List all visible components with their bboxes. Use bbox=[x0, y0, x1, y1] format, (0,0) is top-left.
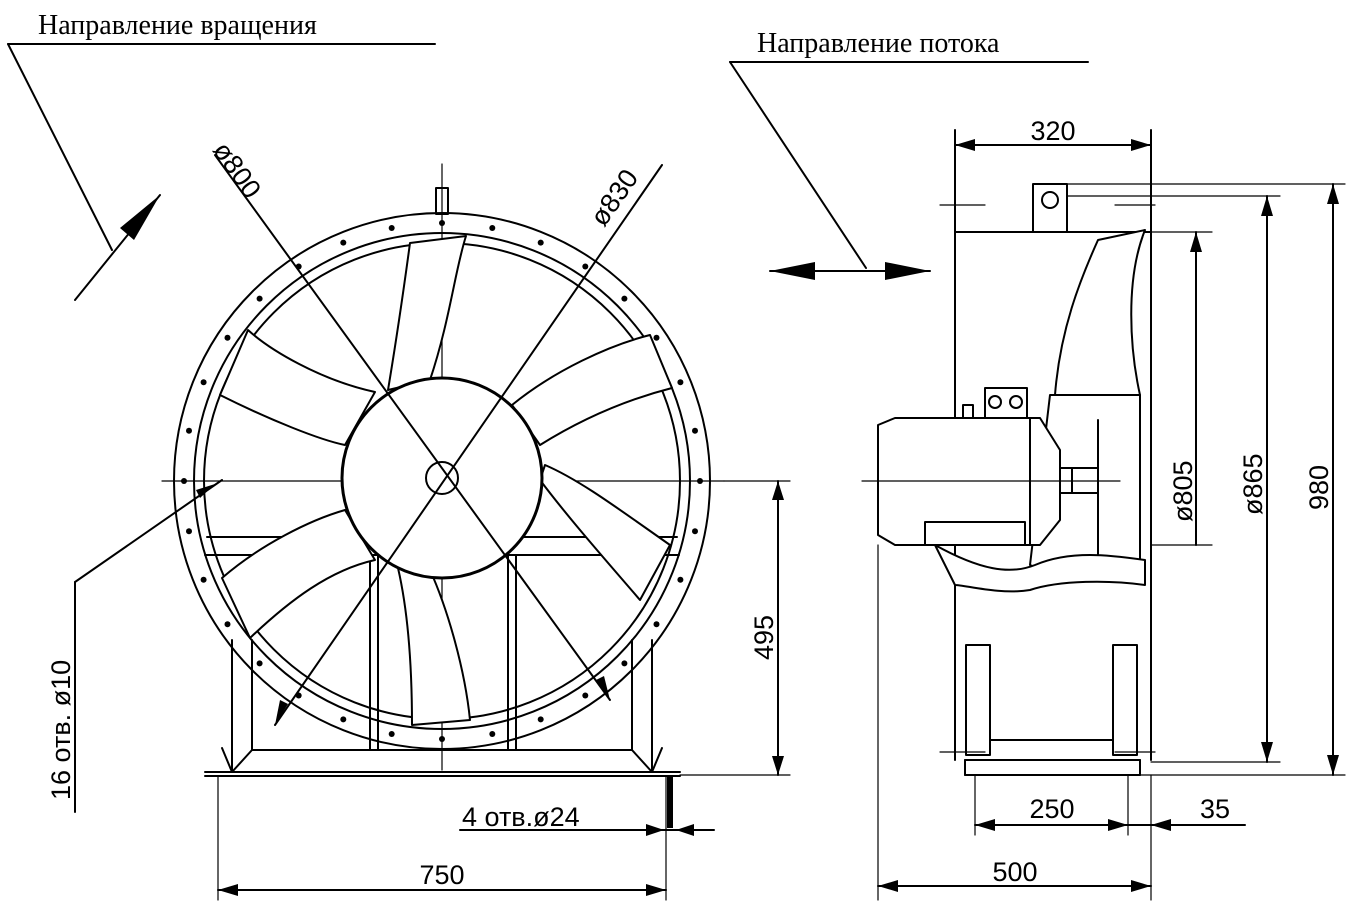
flange-bolt-hole bbox=[653, 621, 660, 628]
dim-d805: ø805 bbox=[1168, 460, 1198, 522]
housing-flange-ring bbox=[193, 232, 691, 730]
dim-500: 500 bbox=[992, 857, 1037, 887]
flange-bolt-hole bbox=[582, 692, 589, 699]
flange-bolt-hole bbox=[692, 427, 698, 434]
flange-bolt-hole bbox=[621, 660, 628, 667]
flange-bolt-hole bbox=[537, 716, 544, 723]
flange-bolt-hole bbox=[582, 263, 589, 270]
dim-495: 495 bbox=[749, 615, 779, 660]
flange-bolt-hole bbox=[340, 716, 347, 723]
rotation-arrow-head bbox=[120, 195, 160, 240]
hub-center bbox=[425, 461, 459, 495]
dim-250: 250 bbox=[1029, 794, 1074, 824]
flange-bolt-hole bbox=[181, 478, 187, 484]
dim-980: 980 bbox=[1304, 465, 1334, 510]
dim-d800: ø800 bbox=[207, 136, 267, 204]
base-hole-mark bbox=[667, 776, 673, 828]
flange-bolt-hole bbox=[256, 660, 263, 667]
flange-bolt-hole bbox=[677, 576, 684, 583]
label-rotation-direction: Направление вращения bbox=[38, 10, 317, 41]
flange-bolt-hole bbox=[439, 220, 445, 226]
rotation-leader bbox=[7, 43, 113, 251]
impeller-blades bbox=[219, 235, 673, 726]
dim-d865: ø865 bbox=[1238, 453, 1268, 515]
flow-leader bbox=[729, 61, 867, 269]
arrow-d830 bbox=[275, 700, 288, 725]
flow-arrow-right bbox=[885, 262, 930, 280]
leader-holes-small bbox=[74, 479, 223, 583]
arrow-d800 bbox=[596, 676, 610, 700]
flange-bolt-hole bbox=[388, 225, 395, 231]
flange-bolt-hole bbox=[200, 576, 207, 583]
label-holes-small: 16 отв. ø10 bbox=[46, 660, 76, 800]
arrow-holes-small bbox=[196, 484, 215, 498]
flange-bolt-holes bbox=[181, 220, 703, 742]
dim-d830: ø830 bbox=[584, 164, 644, 232]
flange-bolt-hole bbox=[677, 379, 684, 386]
flange-bolt-hole bbox=[621, 295, 628, 302]
flange-bolt-hole bbox=[186, 528, 192, 535]
front-view: ø800 ø830 16 отв. ø10 495 750 4 отв.ø24 … bbox=[7, 10, 791, 901]
flange-bolt-hole bbox=[439, 736, 445, 742]
dim-750: 750 bbox=[419, 860, 464, 890]
side-blade-upper bbox=[1054, 229, 1146, 396]
leader-d830 bbox=[274, 164, 663, 726]
label-flow-direction: Направление потока bbox=[757, 28, 1000, 59]
leader-d800 bbox=[214, 154, 611, 701]
flow-arrow-left bbox=[770, 262, 815, 280]
flange-bolt-hole bbox=[200, 379, 207, 386]
flange-bolt-hole bbox=[537, 239, 544, 246]
flange-bolt-hole bbox=[256, 295, 263, 302]
dim-35: 35 bbox=[1200, 794, 1230, 824]
flange-bolt-hole bbox=[340, 239, 347, 246]
flange-bolt-hole bbox=[489, 731, 496, 737]
flange-bolt-hole bbox=[697, 478, 703, 484]
flange-bolt-hole bbox=[489, 225, 496, 231]
side-view: Направление потока bbox=[729, 28, 1346, 901]
flange-bolt-hole bbox=[186, 427, 192, 434]
flange-bolt-hole bbox=[692, 528, 698, 535]
flange-bolt-hole bbox=[224, 621, 231, 628]
label-holes-base: 4 отв.ø24 bbox=[462, 802, 580, 832]
flange-bolt-hole bbox=[388, 731, 395, 737]
flange-bolt-hole bbox=[653, 334, 660, 341]
side-blade-lower bbox=[934, 544, 1146, 593]
side-lug-hole bbox=[1041, 191, 1059, 209]
dim-320: 320 bbox=[1030, 116, 1075, 146]
flange-bolt-hole bbox=[224, 334, 231, 341]
